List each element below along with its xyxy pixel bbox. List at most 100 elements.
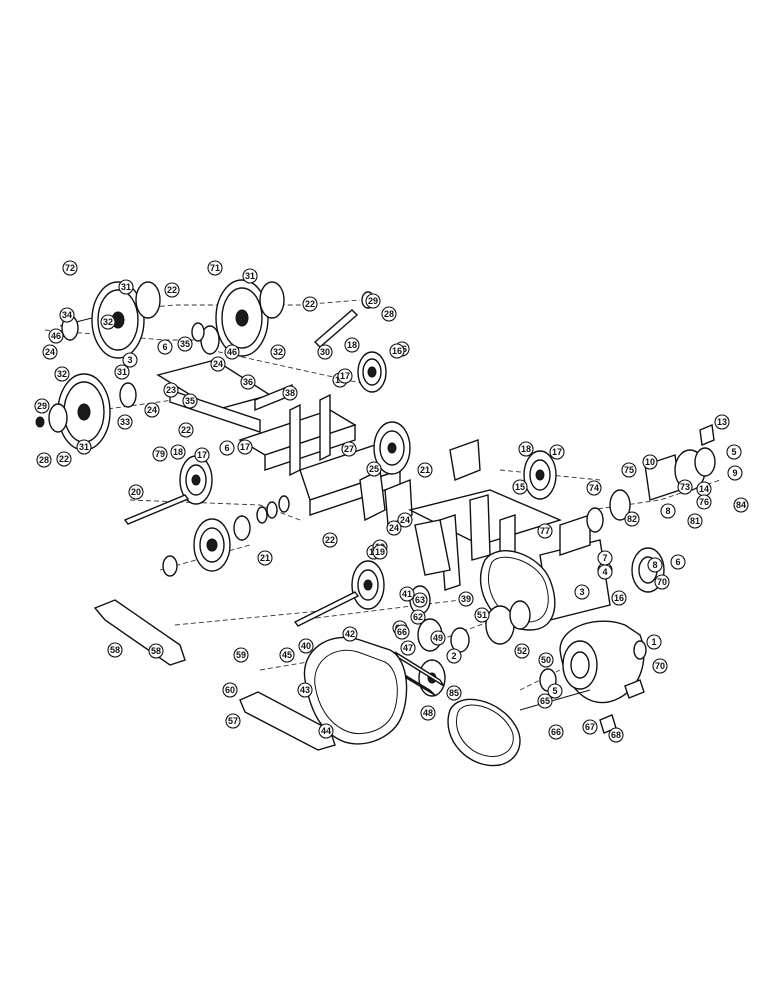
callout-number: 47 <box>403 643 413 653</box>
callout-number: 82 <box>627 514 637 524</box>
callout-6: 6 <box>157 339 173 355</box>
callout-47: 47 <box>400 640 416 656</box>
callout-number: 41 <box>402 589 412 599</box>
callout-32: 32 <box>100 314 116 330</box>
callout-27: 27 <box>341 441 357 457</box>
callout-number: 31 <box>117 367 127 377</box>
callout-84: 84 <box>733 497 749 513</box>
callout-35: 35 <box>182 393 198 409</box>
callout-number: 5 <box>552 686 557 696</box>
callout-71: 71 <box>207 260 223 276</box>
callout-number: 51 <box>477 610 487 620</box>
callout-24: 24 <box>397 512 413 528</box>
callout-number: 32 <box>57 369 67 379</box>
callout-85: 85 <box>446 685 462 701</box>
callout-44: 44 <box>318 723 334 739</box>
callout-14: 14 <box>696 481 712 497</box>
callout-49: 49 <box>430 630 446 646</box>
road-wheel-27 <box>373 421 411 475</box>
callout-number: 39 <box>461 594 471 604</box>
callout-22: 22 <box>178 422 194 438</box>
callout-number: 71 <box>210 263 220 273</box>
callout-31: 31 <box>118 279 134 295</box>
callout-number: 6 <box>675 557 680 567</box>
callout-24: 24 <box>386 520 402 536</box>
callout-number: 10 <box>645 457 655 467</box>
callout-number: 52 <box>517 646 527 656</box>
wheel-assembly-72 <box>35 281 161 451</box>
callout-number: 31 <box>79 442 89 452</box>
callout-number: 7 <box>602 553 607 563</box>
callout-number: 24 <box>389 523 399 533</box>
callout-number: 18 <box>347 340 357 350</box>
callout-number: 42 <box>345 629 355 639</box>
callout-35: 35 <box>177 336 193 352</box>
callout-40: 40 <box>298 638 314 654</box>
callout-number: 57 <box>228 716 238 726</box>
callout-6: 6 <box>670 554 686 570</box>
callout-number: 38 <box>285 388 295 398</box>
road-wheel-18-lower <box>293 560 385 627</box>
callout-42: 42 <box>342 626 358 642</box>
callout-number: 77 <box>540 526 550 536</box>
callout-number: 16 <box>614 593 624 603</box>
road-wheel-18-right <box>523 450 557 500</box>
callout-66: 66 <box>394 624 410 640</box>
callout-60: 60 <box>222 682 238 698</box>
callout-number: 22 <box>325 535 335 545</box>
callout-number: 20 <box>131 487 141 497</box>
callout-58: 58 <box>148 643 164 659</box>
callout-38: 38 <box>282 385 298 401</box>
callout-number: 28 <box>384 309 394 319</box>
callout-31: 31 <box>242 268 258 284</box>
callout-66: 66 <box>548 724 564 740</box>
callout-number: 14 <box>699 484 709 494</box>
callout-number: 5 <box>731 447 736 457</box>
callout-52: 52 <box>514 643 530 659</box>
callout-70: 70 <box>652 658 668 674</box>
callout-number: 23 <box>166 385 176 395</box>
callout-59: 59 <box>233 647 249 663</box>
callout-number: 29 <box>368 296 378 306</box>
callout-15: 15 <box>512 479 528 495</box>
callout-9: 9 <box>727 465 743 481</box>
callout-number: 2 <box>451 651 456 661</box>
callout-43: 43 <box>297 682 313 698</box>
callout-25: 25 <box>366 461 382 477</box>
callout-77: 77 <box>537 523 553 539</box>
callout-18: 18 <box>344 337 360 353</box>
callout-3: 3 <box>574 584 590 600</box>
callout-81: 81 <box>687 513 703 529</box>
callout-75: 75 <box>621 462 637 478</box>
callout-number: 74 <box>589 483 599 493</box>
callout-number: 30 <box>320 347 330 357</box>
callout-number: 67 <box>585 722 595 732</box>
callout-number: 50 <box>541 655 551 665</box>
callout-number: 17 <box>552 447 562 457</box>
callout-number: 21 <box>420 465 430 475</box>
callout-number: 65 <box>540 696 550 706</box>
callout-34: 34 <box>59 307 75 323</box>
callout-13: 13 <box>714 414 730 430</box>
callout-number: 60 <box>225 685 235 695</box>
callout-number: 62 <box>413 612 423 622</box>
callout-number: 70 <box>657 577 667 587</box>
callout-number: 22 <box>305 299 315 309</box>
callout-number: 32 <box>273 347 283 357</box>
callout-number: 36 <box>243 377 253 387</box>
callout-number: 66 <box>397 627 407 637</box>
road-wheel-18-top <box>357 351 387 393</box>
callout-22: 22 <box>302 296 318 312</box>
callout-number: 22 <box>167 285 177 295</box>
callout-3: 3 <box>122 352 138 368</box>
callout-number: 40 <box>301 641 311 651</box>
callout-76: 76 <box>696 494 712 510</box>
callout-number: 9 <box>732 468 737 478</box>
callout-8: 8 <box>647 557 663 573</box>
motor-1 <box>539 620 647 734</box>
callout-46: 46 <box>224 344 240 360</box>
callout-number: 84 <box>736 500 746 510</box>
rod-66 <box>519 689 591 711</box>
tow-bar-57 <box>239 691 336 751</box>
